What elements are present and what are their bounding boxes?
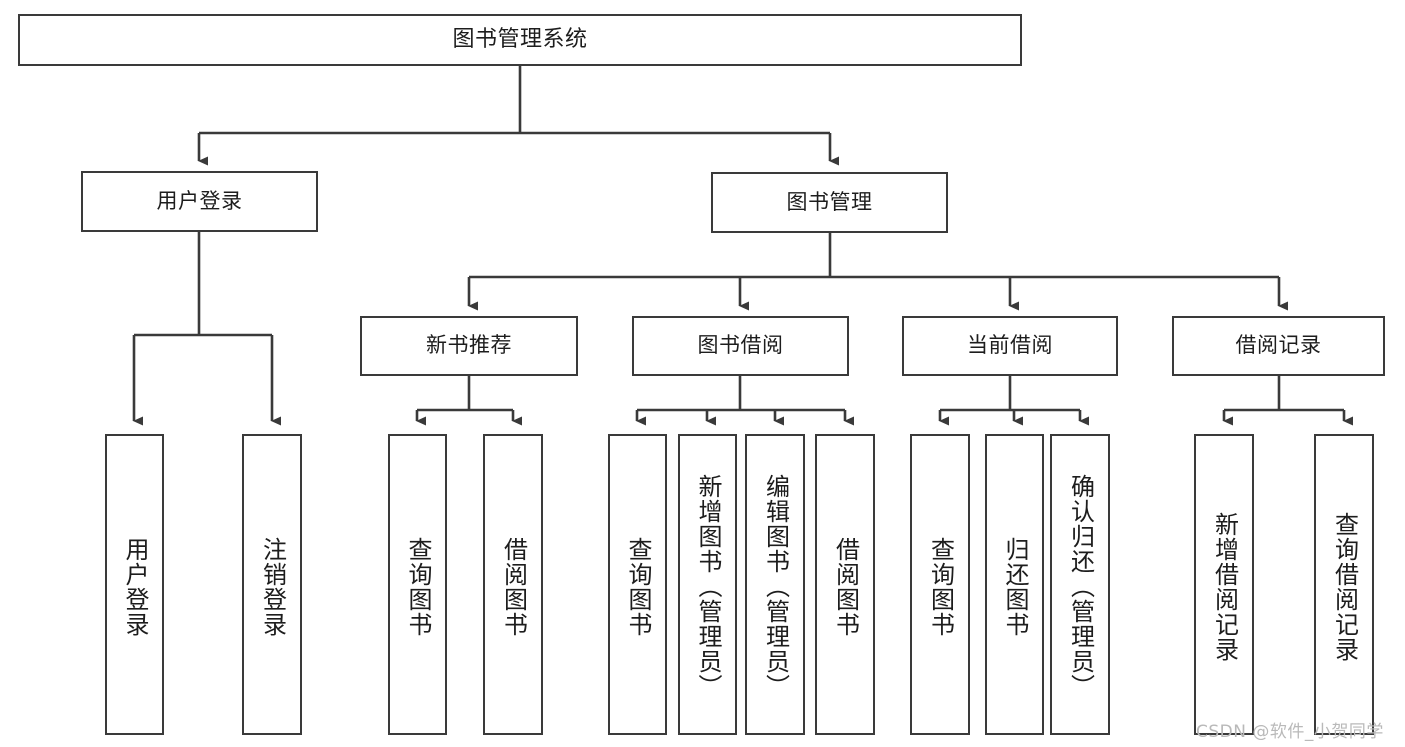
node-borrow-record[interactable]: 借阅记录 <box>1172 316 1385 376</box>
node-label: 用户登录 <box>156 188 243 213</box>
node-label: 借阅图书 <box>499 536 528 637</box>
node-label: 注销登录 <box>258 536 287 637</box>
leaf-confirm-return[interactable]: 确认归还（管理员） <box>1050 434 1110 735</box>
node-label: 借阅记录 <box>1235 333 1322 358</box>
node-user-login[interactable]: 用户登录 <box>81 171 318 232</box>
node-label: 查询图书 <box>623 536 652 637</box>
leaf-edit-book[interactable]: 编辑图书（管理员） <box>745 434 805 735</box>
node-label: 确认归还（管理员） <box>1066 474 1095 699</box>
leaf-query-book-2[interactable]: 查询图书 <box>608 434 667 735</box>
node-label: 图书管理系统 <box>452 26 588 52</box>
node-label: 归还图书 <box>1000 536 1029 637</box>
node-label: 查询图书 <box>926 536 955 637</box>
node-label: 当前借阅 <box>967 333 1053 358</box>
node-label: 新书推荐 <box>426 333 512 358</box>
node-root-system[interactable]: 图书管理系统 <box>18 14 1022 66</box>
csdn-watermark: CSDN @软件_小贺同学 <box>1196 722 1384 742</box>
leaf-query-record[interactable]: 查询借阅记录 <box>1314 434 1374 735</box>
node-book-manage[interactable]: 图书管理 <box>711 172 948 233</box>
node-label: 查询图书 <box>403 536 432 637</box>
node-label: 查询借阅记录 <box>1330 511 1359 662</box>
node-label: 图书借阅 <box>697 333 784 358</box>
leaf-user-login[interactable]: 用户登录 <box>105 434 164 735</box>
leaf-query-book-1[interactable]: 查询图书 <box>388 434 447 735</box>
leaf-query-book-3[interactable]: 查询图书 <box>910 434 970 735</box>
node-label: 借阅图书 <box>831 536 860 637</box>
node-label: 用户登录 <box>120 536 149 637</box>
node-label: 图书管理 <box>786 189 873 214</box>
node-label: 新增借阅记录 <box>1210 511 1239 662</box>
leaf-return-book[interactable]: 归还图书 <box>985 434 1044 735</box>
node-label: 新增图书（管理员） <box>693 474 722 699</box>
leaf-add-record[interactable]: 新增借阅记录 <box>1194 434 1254 735</box>
leaf-add-book[interactable]: 新增图书（管理员） <box>678 434 737 735</box>
node-current-borrow[interactable]: 当前借阅 <box>902 316 1118 376</box>
node-new-book-recommend[interactable]: 新书推荐 <box>360 316 578 376</box>
node-label: 编辑图书（管理员） <box>761 474 790 699</box>
leaf-borrow-book-1[interactable]: 借阅图书 <box>483 434 543 735</box>
leaf-borrow-book-2[interactable]: 借阅图书 <box>815 434 875 735</box>
leaf-logout-login[interactable]: 注销登录 <box>242 434 302 735</box>
node-book-borrow[interactable]: 图书借阅 <box>632 316 849 376</box>
